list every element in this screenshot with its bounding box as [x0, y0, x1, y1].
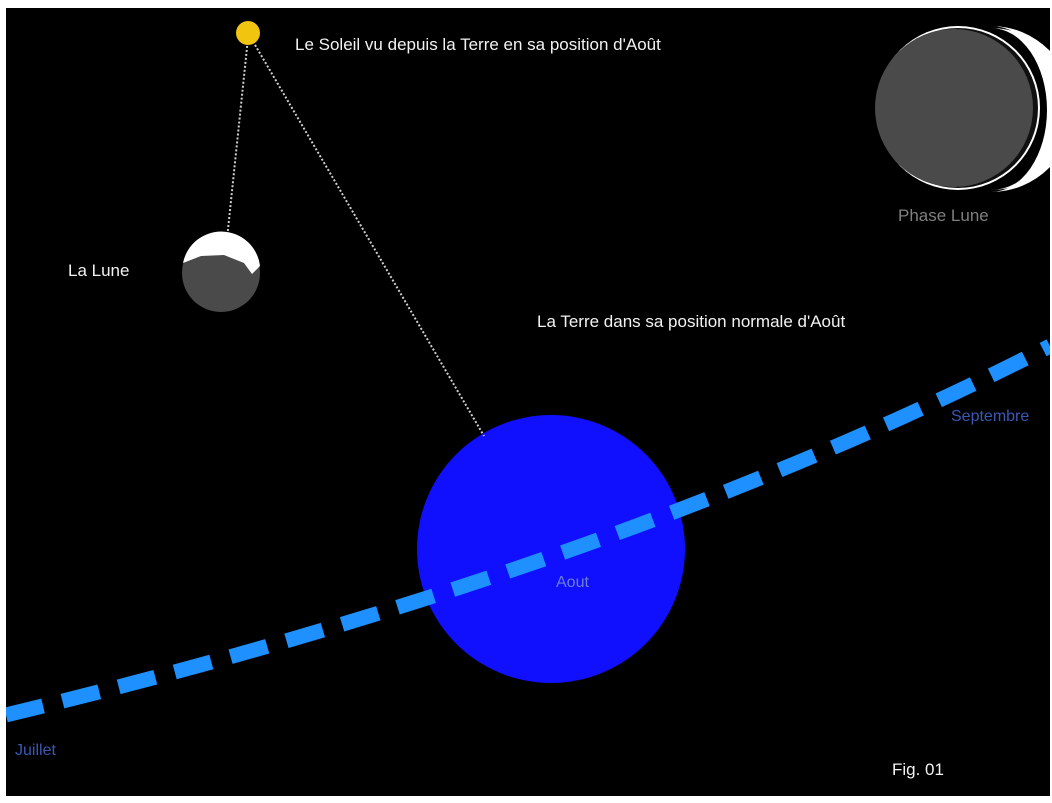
earth-label: La Terre dans sa position normale d'Août [537, 312, 846, 331]
diagram-scene [6, 21, 1050, 723]
sun-to-moon-line [226, 37, 249, 240]
sun-label: Le Soleil vu depuis la Terre en sa posit… [295, 35, 661, 54]
orbit-start-label: Juillet [15, 742, 56, 759]
moon-label: La Lune [68, 261, 130, 280]
orbit-end-label: Septembre [951, 408, 1030, 425]
moon-small-lit-part [183, 231, 260, 274]
moon-small [182, 231, 260, 312]
figure-label: Fig. 01 [892, 760, 944, 779]
moon-phase-label: Phase Lune [898, 206, 989, 225]
sun-disc [236, 21, 260, 45]
earth-month-label: Aout [556, 574, 589, 591]
diagram-canvas: Le Soleil vu depuis la Terre en sa posit… [6, 8, 1050, 796]
sun-to-earth-line [250, 37, 485, 437]
moon-phase-disc [875, 26, 1050, 192]
earth-disc [417, 415, 685, 683]
earth-orbit-path [6, 339, 1050, 723]
